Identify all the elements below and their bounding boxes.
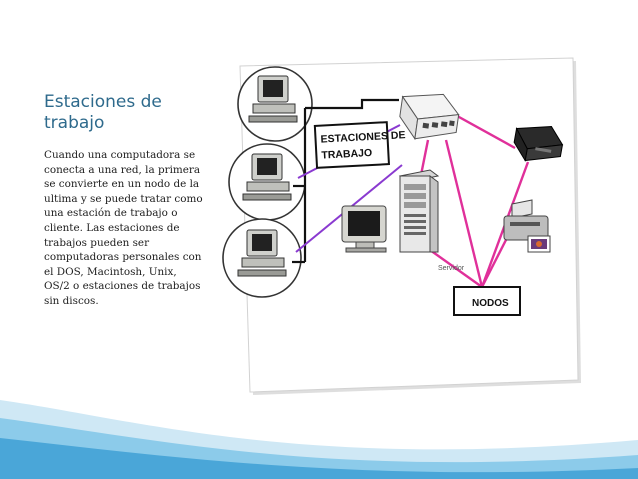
inkjet-printer [503,199,551,253]
pink-cable-hub-printer [449,110,516,150]
pink-cable-hub-nodes [444,139,484,288]
pink-cable-inkjet-nodes [480,231,512,288]
workstation-computer-1 [248,75,298,123]
workstation-computer-3 [237,229,287,277]
pink-cable-server-nodes [429,249,483,288]
workstations-label-line1: ESTACIONES DE [320,129,405,145]
workstation-computer-2 [242,153,292,201]
nodes-label: NODOS [472,298,509,309]
slide-body-text: Cuando una computadora se conecta a una … [44,149,203,307]
laser-printer [513,126,564,162]
server-monitor [341,205,387,253]
nodes-label-box: NODOS [453,286,521,316]
network-hub [399,93,460,141]
server-tower [398,169,440,253]
server-label: Servidor [438,265,465,272]
slide-title: Estaciones de trabajo [44,92,162,133]
workstations-label-line2: TRABAJO [321,147,372,162]
bus-line-top [305,98,399,110]
workstations-label-box: ESTACIONES DE TRABAJO [313,121,406,169]
